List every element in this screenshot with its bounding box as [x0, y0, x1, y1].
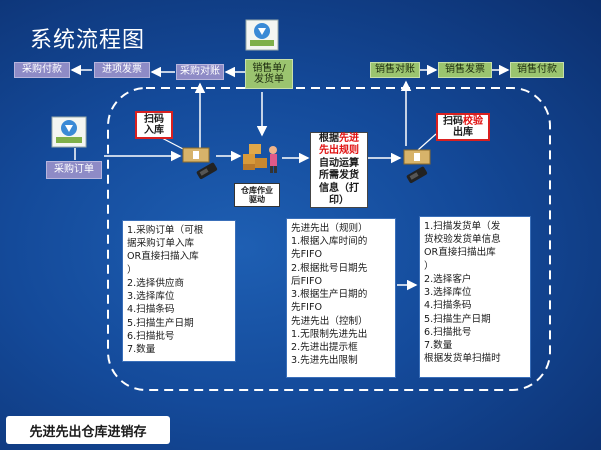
rule-a: 根据 [319, 132, 339, 144]
rule-line6: 印） [329, 195, 349, 206]
inbound-line: 3.选择库位 [127, 291, 175, 303]
scan-out-a: 扫码 [443, 115, 463, 127]
inbound-line: 据采购订单入库 [127, 238, 195, 250]
purchase-order-box: 采购订单 [46, 161, 102, 179]
callout-pointer-out [417, 133, 437, 151]
warehouse-label: 仓库作业 驱动 [234, 183, 280, 207]
inbound-panel: 1.采购订单（可根 据采购订单入库 OR直接扫描入库 ） 2.选择供应商 3.选… [122, 220, 236, 362]
inbound-line: 1.采购订单（可根 [127, 225, 204, 236]
scan-out-callout: 扫码校验 出库 [436, 113, 490, 141]
fifo-panel: 先进先出（规则） 1.根据入库时间的 先FIFO 2.根据批号日期先 后FIFO… [286, 218, 396, 378]
document-download-icon [51, 116, 87, 148]
process-boundary [107, 87, 551, 391]
inbound-line: 7.数量 [127, 344, 156, 356]
warehouse-line2: 驱动 [249, 195, 265, 204]
page-title: 系统流程图 [30, 28, 146, 53]
fifo-line: 2.根据批号日期先 [291, 262, 368, 274]
document-download-icon [245, 19, 279, 51]
rule-line2: 先出规则 [319, 145, 359, 156]
rule-line3: 自动运算 [319, 157, 359, 169]
outbound-line: 4.扫描条码 [424, 300, 472, 312]
purchase-pay-box: 采购付款 [14, 62, 70, 78]
sales-order-line2: 发货单 [254, 74, 284, 85]
scan-in-callout: 扫码 入库 [135, 111, 173, 139]
inbound-line: 4.扫描条码 [127, 304, 175, 316]
inbound-line: ） [127, 264, 137, 276]
inbound-line: OR直接扫描入库 [127, 251, 199, 263]
outbound-line: 7.数量 [424, 340, 453, 352]
scan-in-line1: 扫码 [144, 113, 164, 125]
sales-reconcile-box: 销售对账 [370, 62, 420, 78]
outbound-line: ） [424, 260, 434, 272]
outbound-line: 6.扫描批号 [424, 326, 472, 338]
sales-order-line1: 销售单/ [252, 62, 286, 74]
outbound-line: 1.扫描发货单（发 [424, 221, 501, 232]
scan-out-line2: 出库 [453, 127, 473, 138]
warehouse-line1: 仓库作业 [241, 185, 273, 195]
scan-out-b: 校验 [463, 115, 483, 127]
worker-boxes-icon [243, 144, 277, 173]
inbound-line: 2.选择供应商 [127, 277, 185, 289]
scan-in-line2: 入库 [144, 125, 164, 136]
scanner-icon [406, 166, 428, 184]
outbound-line: OR直接扫描出库 [424, 247, 496, 259]
fifo-line: 3.先进先出限制 [291, 355, 358, 367]
outbound-panel: 1.扫描发货单（发 货校验发货单信息 OR直接扫描出库 ） 2.选择客户 3.选… [419, 216, 531, 378]
scanner-icon [196, 162, 218, 180]
purchase-invoice-box: 进项发票 [94, 62, 150, 78]
inbound-line: 6.扫描批号 [127, 330, 175, 342]
outbound-line: 5.扫描生产日期 [424, 313, 491, 325]
package-icon [403, 149, 431, 165]
package-icon [182, 147, 210, 163]
fifo-line: 先FIFO [291, 302, 323, 314]
sales-order-box: 销售单/ 发货单 [245, 59, 293, 89]
fifo-line: 先FIFO [291, 249, 323, 261]
inbound-line: 5.扫描生产日期 [127, 317, 194, 329]
outbound-line: 根据发货单扫描时 [424, 353, 501, 365]
fifo-line: 1.根据入库时间的 [291, 236, 368, 248]
fifo-line: 先进先出（控制） [291, 315, 368, 327]
outbound-line: 货校验发货单信息 [424, 234, 501, 246]
fifo-line: 后FIFO [291, 275, 323, 287]
callout-pointer-in [159, 136, 186, 151]
sales-invoice-box: 销售发票 [438, 62, 492, 78]
rule-b: 先进 [339, 132, 359, 144]
fifo-rule-box: 根据先进 先出规则 自动运算 所需发货 信息（打 印） [310, 132, 368, 208]
purchase-reconcile-box: 采购对账 [176, 64, 224, 80]
outbound-line: 3.选择库位 [424, 287, 472, 299]
outbound-line: 2.选择客户 [424, 273, 472, 285]
sales-pay-box: 销售付款 [510, 62, 564, 78]
page-caption: 先进先出仓库进销存 [6, 416, 170, 444]
fifo-line: 3.根据生产日期的 [291, 289, 368, 301]
fifo-line: 2.先进出提示框 [291, 342, 358, 354]
fifo-line: 1.无限制先进先出 [291, 328, 368, 340]
rule-line5: 信息（打 [319, 182, 359, 194]
rule-line4: 所需发货 [319, 170, 359, 181]
fifo-line: 先进先出（规则） [291, 223, 368, 234]
